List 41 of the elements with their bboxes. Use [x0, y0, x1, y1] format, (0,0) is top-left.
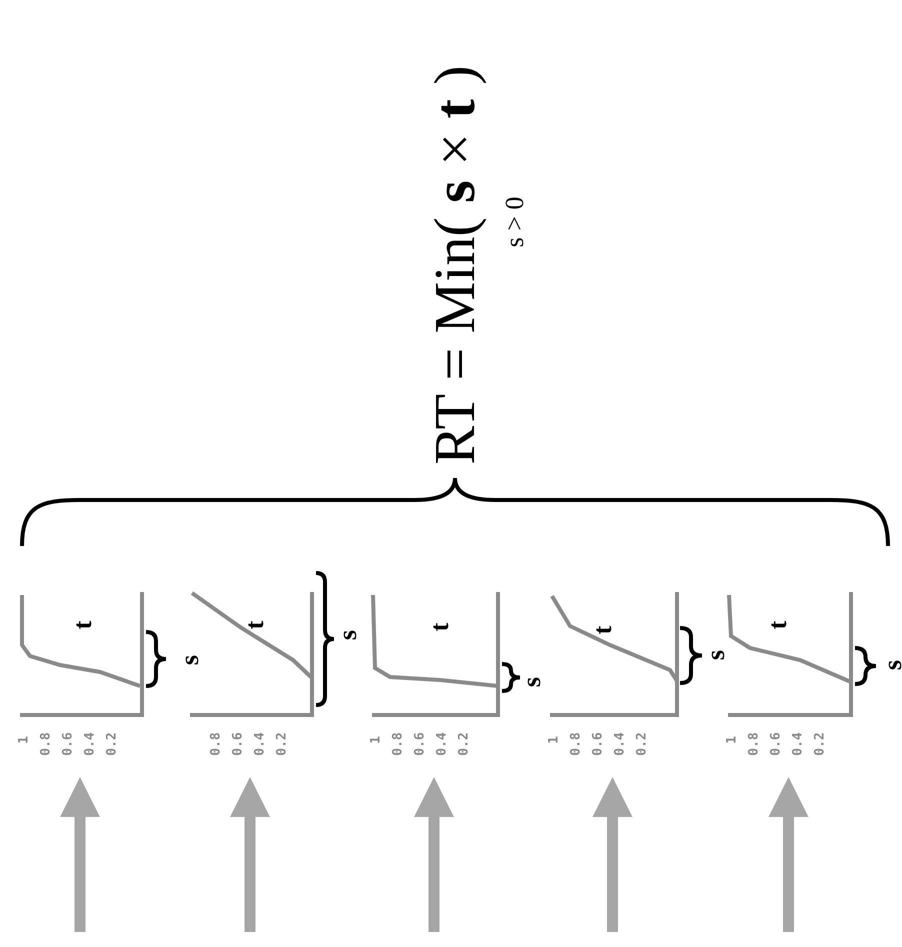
arrow	[414, 777, 454, 932]
arrow	[230, 777, 270, 932]
tick-label: 0.4	[614, 732, 626, 756]
tick-label: 0.2	[276, 732, 288, 756]
variable-label: s	[519, 676, 545, 688]
tick-label: 0.8	[210, 732, 222, 756]
arrow	[60, 777, 100, 932]
tick-label: 1	[726, 736, 738, 744]
variable-label: s	[703, 650, 729, 660]
tick-label: 1	[370, 736, 382, 744]
variable-label: t	[765, 620, 791, 630]
tick-label: 0.4	[436, 732, 448, 756]
tick-label: 0.4	[792, 732, 804, 756]
tick-label: 0.8	[392, 732, 404, 756]
tick-label: 0.2	[458, 732, 470, 756]
tick-label: 0.8	[748, 732, 760, 756]
tick-label: 0.8	[570, 732, 582, 756]
variable-label: t	[242, 620, 268, 630]
variable-label: t	[70, 620, 96, 630]
tick-label: 0.6	[414, 732, 426, 756]
variable-label: t	[590, 626, 616, 634]
formula: RT = Min( s × t )	[426, 65, 484, 465]
arrow	[592, 777, 632, 932]
variable-label: s	[335, 630, 361, 640]
tick-label: 0.4	[84, 732, 96, 756]
tick-label: 0.6	[232, 732, 244, 756]
tick-label: 0.2	[636, 732, 648, 756]
formula-subscript: s > 0	[502, 196, 528, 248]
tick-label: 0.6	[592, 732, 604, 756]
arrow	[768, 777, 808, 932]
variable-label: t	[427, 622, 453, 632]
tick-label: 0.6	[62, 732, 74, 756]
tick-label: 1	[548, 736, 560, 744]
tick-label: 0.2	[814, 732, 826, 756]
variable-label: s	[880, 660, 902, 670]
tick-label: 0.2	[106, 732, 118, 756]
variable-label: s	[177, 654, 203, 666]
tick-label: 1	[18, 736, 30, 744]
tick-label: 0.8	[40, 732, 52, 756]
tick-label: 0.4	[254, 732, 266, 756]
tick-label: 0.6	[770, 732, 782, 756]
